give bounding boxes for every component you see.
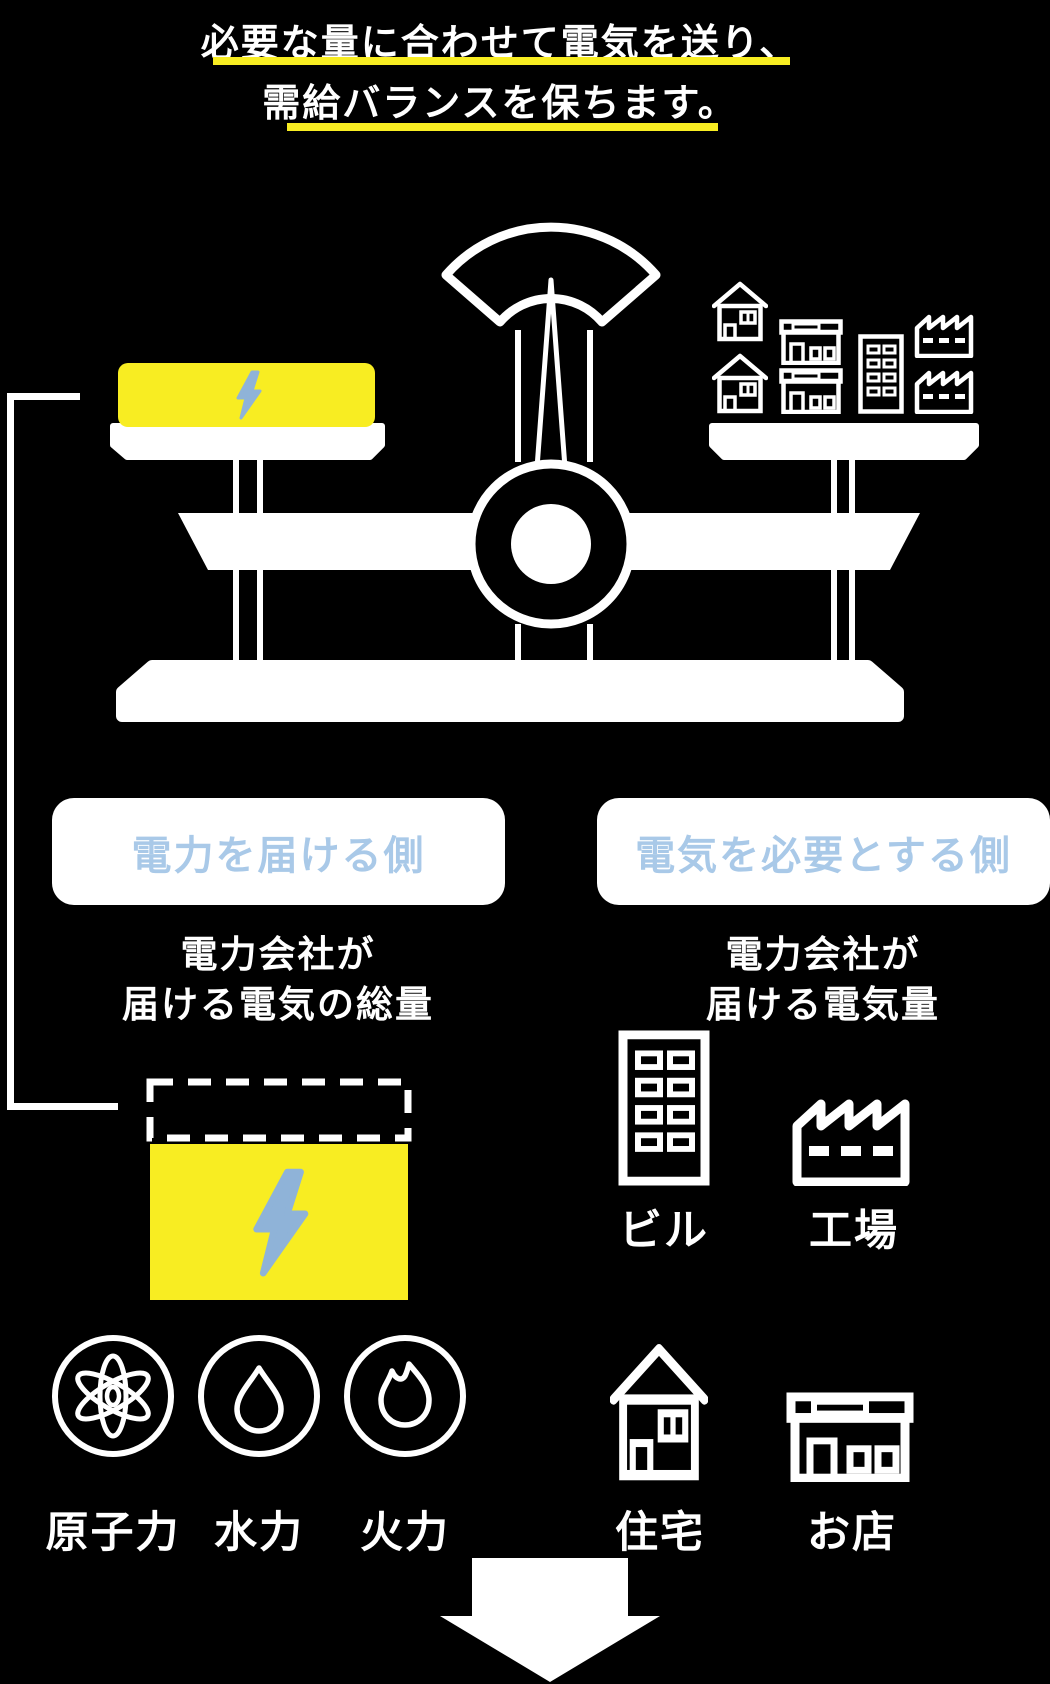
down-arrow-icon xyxy=(440,1558,660,1682)
consumer-label-house: 住宅 xyxy=(615,1508,705,1558)
title-underline-1 xyxy=(213,57,790,65)
supply-heading-line-1: 電力会社が xyxy=(180,933,376,976)
house-icon xyxy=(714,284,766,339)
demand-heading: 電力会社が 届ける電気量 xyxy=(603,930,1043,1030)
water-drop-icon xyxy=(198,1335,320,1457)
factory-icon xyxy=(917,317,971,356)
consumer-label-factory: 工場 xyxy=(809,1206,899,1256)
factory-icon xyxy=(791,1086,915,1186)
factory-icon xyxy=(917,373,971,412)
scale-column-lower-line xyxy=(515,624,521,668)
building-icon xyxy=(861,337,902,412)
demand-heading-line-1: 電力会社が xyxy=(725,933,921,976)
building-icon xyxy=(618,1030,710,1186)
title-line-2: 需給バランスを保ちます。 xyxy=(262,81,738,125)
demand-heading-line-2: 届ける電気量 xyxy=(706,983,940,1026)
right-stem-line xyxy=(849,457,855,666)
supply-electricity-box xyxy=(150,1144,408,1300)
supply-side-label: 電力を届ける側 xyxy=(131,832,426,879)
supply-headroom-dashed-box xyxy=(146,1078,412,1142)
demand-side-label: 電気を必要とする側 xyxy=(635,832,1012,879)
scale-right-pan xyxy=(709,423,979,460)
lightning-bolt-icon xyxy=(253,1168,309,1277)
supply-side-label-box: 電力を届ける側 xyxy=(52,798,505,905)
scale-column-right-line xyxy=(587,330,593,462)
left-stem-line xyxy=(257,457,263,666)
scale-pivot-center xyxy=(511,504,591,584)
consumer-label-shop: お店 xyxy=(807,1508,897,1558)
lightning-bolt-icon xyxy=(236,370,262,420)
scale-dial-fan xyxy=(441,222,661,327)
right-stem-line xyxy=(831,457,837,666)
source-label-hydro: 水力 xyxy=(214,1508,304,1558)
shop-icon xyxy=(782,371,841,413)
scale-base xyxy=(116,660,904,722)
bracket-top-line xyxy=(7,393,80,400)
flame-icon xyxy=(344,1335,466,1457)
house-icon xyxy=(610,1340,708,1482)
title-underline-2 xyxy=(287,123,718,131)
scale-left-pan xyxy=(110,423,385,460)
bracket-bottom-line xyxy=(7,1103,118,1110)
source-label-nuclear: 原子力 xyxy=(45,1508,181,1558)
scale-column-left-line xyxy=(515,330,521,462)
atom-icon xyxy=(52,1335,174,1457)
source-label-thermal: 火力 xyxy=(360,1508,450,1558)
scale-column-lower-line xyxy=(587,624,593,668)
consumer-label-building: ビル xyxy=(619,1206,709,1256)
supply-heading-line-2: 届ける電気の総量 xyxy=(122,983,434,1026)
demand-side-label-box: 電気を必要とする側 xyxy=(597,798,1050,905)
supply-heading: 電力会社が 届ける電気の総量 xyxy=(58,930,498,1030)
shop-icon xyxy=(786,1392,914,1482)
balance-scale-illustration xyxy=(110,222,979,722)
house-icon xyxy=(714,356,766,411)
shop-icon xyxy=(782,322,841,364)
left-stem-line xyxy=(233,457,239,666)
bracket-vertical-line xyxy=(7,393,14,1110)
